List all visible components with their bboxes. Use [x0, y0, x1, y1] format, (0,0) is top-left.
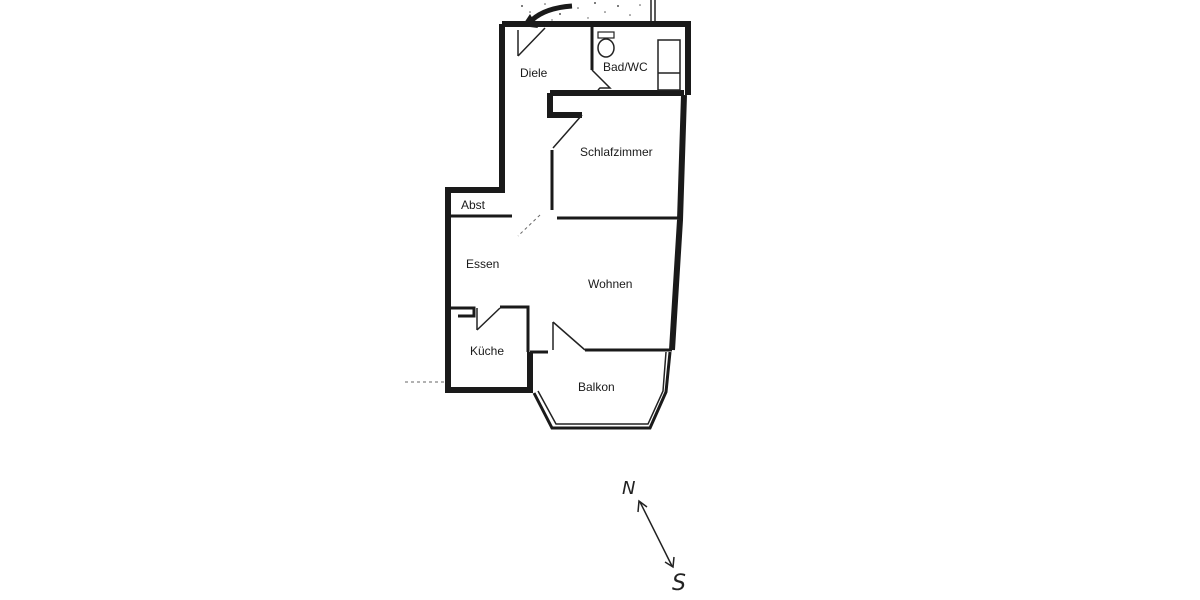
compass: N S [622, 478, 686, 596]
room-label-diele: Diele [520, 66, 548, 80]
entrance-area [521, 0, 656, 24]
room-label-schlafzimmer: Schlafzimmer [580, 145, 653, 159]
room-label-essen: Essen [466, 257, 499, 271]
bathtub-icon [657, 39, 681, 91]
balcony-outline [532, 351, 672, 430]
room-label-kueche: Küche [470, 344, 504, 358]
compass-north-label: N [622, 478, 635, 499]
room-label-balkon: Balkon [578, 380, 615, 394]
interior-walls [448, 26, 684, 352]
room-label-wohnen: Wohnen [588, 277, 632, 291]
exterior-walls [445, 21, 691, 393]
compass-arrow-icon [637, 499, 675, 569]
room-label-bad-wc: Bad/WC [603, 60, 648, 74]
compass-south-label: S [672, 571, 686, 596]
toilet-icon [597, 31, 615, 58]
room-label-abst: Abst [461, 198, 486, 212]
